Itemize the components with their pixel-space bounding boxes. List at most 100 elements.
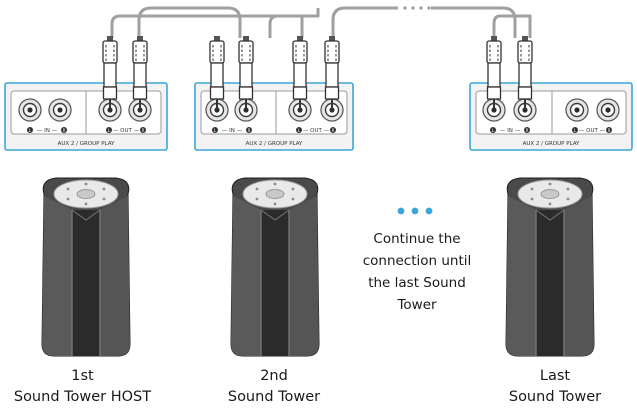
port-group-text: — OUT — — [303, 128, 330, 134]
continue-dots-icon — [397, 207, 433, 215]
channel-right-icon — [246, 127, 252, 133]
speaker-3-top-button — [540, 189, 560, 199]
top-control-dot — [102, 197, 106, 201]
plug-collar — [238, 86, 254, 100]
plug-body — [103, 62, 117, 88]
port-group-label: — IN — L R — [212, 127, 252, 134]
plug-strain — [522, 36, 528, 42]
speaker-3-front-face — [536, 210, 564, 356]
panel-caption: AUX 2 / GROUP PLAY — [58, 141, 115, 147]
top-control-dot — [530, 187, 534, 191]
speaker-3 — [505, 177, 595, 357]
speaker-2-label: 2nd Sound Tower — [195, 366, 353, 408]
channel-right-letter: R — [608, 128, 611, 133]
note-line-3: the last Sound — [368, 275, 466, 291]
speaker-2-face-edge — [260, 209, 290, 221]
plug-1-out-left — [102, 36, 118, 110]
speaker-2-top-button — [265, 189, 285, 199]
channel-left-letter: L — [214, 128, 217, 133]
top-control-dot — [84, 202, 88, 206]
plug-2-in-right — [238, 36, 254, 110]
channel-right-icon — [524, 127, 530, 133]
plug-grip — [292, 40, 308, 64]
top-control-dot — [273, 202, 277, 206]
channel-right-letter: R — [142, 128, 145, 133]
cable-group — [110, 6, 532, 38]
port-group-text: — IN — — [222, 128, 243, 134]
channel-right-icon — [330, 127, 336, 133]
plug-grip — [324, 40, 340, 64]
speaker-2-number: 2nd — [260, 368, 288, 384]
channel-right-letter: R — [248, 128, 251, 133]
plug-body — [325, 62, 339, 88]
channel-right-icon — [61, 127, 67, 133]
speaker-3-right-face — [564, 196, 594, 356]
channel-right-letter: R — [332, 128, 335, 133]
cable-gap-icon — [403, 6, 431, 10]
plug-strain — [107, 36, 113, 42]
speaker-1-number: 1st — [71, 368, 94, 384]
cable-to-last-second — [492, 14, 532, 38]
top-control-dot — [291, 197, 295, 201]
cable-to-last — [431, 6, 517, 38]
plug-grip — [132, 40, 148, 64]
cable-gap-dot — [419, 6, 423, 10]
speaker-3-number: Last — [539, 368, 571, 384]
speaker-1 — [41, 177, 131, 357]
channel-right-icon — [606, 127, 612, 133]
cable-gap-dot — [427, 6, 431, 10]
plug-3-in-right — [517, 36, 533, 110]
plug-2-out-right — [324, 36, 340, 110]
top-control-dot — [548, 182, 552, 186]
plug-collar — [132, 86, 148, 100]
top-control-dot — [255, 197, 259, 201]
plug-body — [518, 62, 532, 88]
channel-left-letter: L — [574, 128, 577, 133]
jack-core — [57, 107, 63, 113]
top-control-dot — [84, 182, 88, 186]
note-line-2: connection until — [362, 253, 472, 269]
panel-caption: AUX 2 / GROUP PLAY — [246, 141, 303, 147]
cable-1-to-2 — [137, 6, 242, 38]
channel-right-letter: R — [526, 128, 529, 133]
channel-left-letter: L — [29, 128, 32, 133]
port-group-text: — OUT — — [579, 128, 606, 134]
channel-left-icon — [106, 127, 112, 133]
speaker-1-face-edge — [71, 209, 101, 221]
plug-strain — [243, 36, 249, 42]
top-control-dot — [566, 187, 570, 191]
speaker-1-front-face — [72, 210, 100, 356]
jack-core — [27, 107, 33, 113]
speaker-2 — [230, 177, 320, 357]
plug-body — [293, 62, 307, 88]
top-control-dot — [66, 197, 70, 201]
channel-left-letter: L — [492, 128, 495, 133]
cable-2-out — [331, 6, 398, 38]
port-group-label: — IN — L R — [490, 127, 530, 134]
speaker-2-name: Sound Tower — [227, 389, 321, 405]
top-control-dot — [530, 197, 534, 201]
port-group-text: — IN — — [37, 128, 58, 134]
plug-collar — [292, 86, 308, 100]
panel-speaker-3-inner — [475, 90, 627, 135]
port-group-text: — IN — — [500, 128, 521, 134]
plug-body — [133, 62, 147, 88]
cable-gap-dot — [403, 6, 407, 10]
cable-gap-dot — [411, 6, 415, 10]
plug-body — [239, 62, 253, 88]
plug-grip — [517, 40, 533, 64]
port-group-label: — OUT —L R — [572, 127, 612, 134]
channel-left-icon — [212, 127, 218, 133]
plug-grip — [102, 40, 118, 64]
port-group-text: — OUT — — [113, 128, 140, 134]
plug-body — [210, 62, 224, 88]
speaker-2-front-face — [261, 210, 289, 356]
plug-2-in-left — [209, 36, 225, 110]
plug-collar — [517, 86, 533, 100]
speaker-1-top-button — [76, 189, 96, 199]
